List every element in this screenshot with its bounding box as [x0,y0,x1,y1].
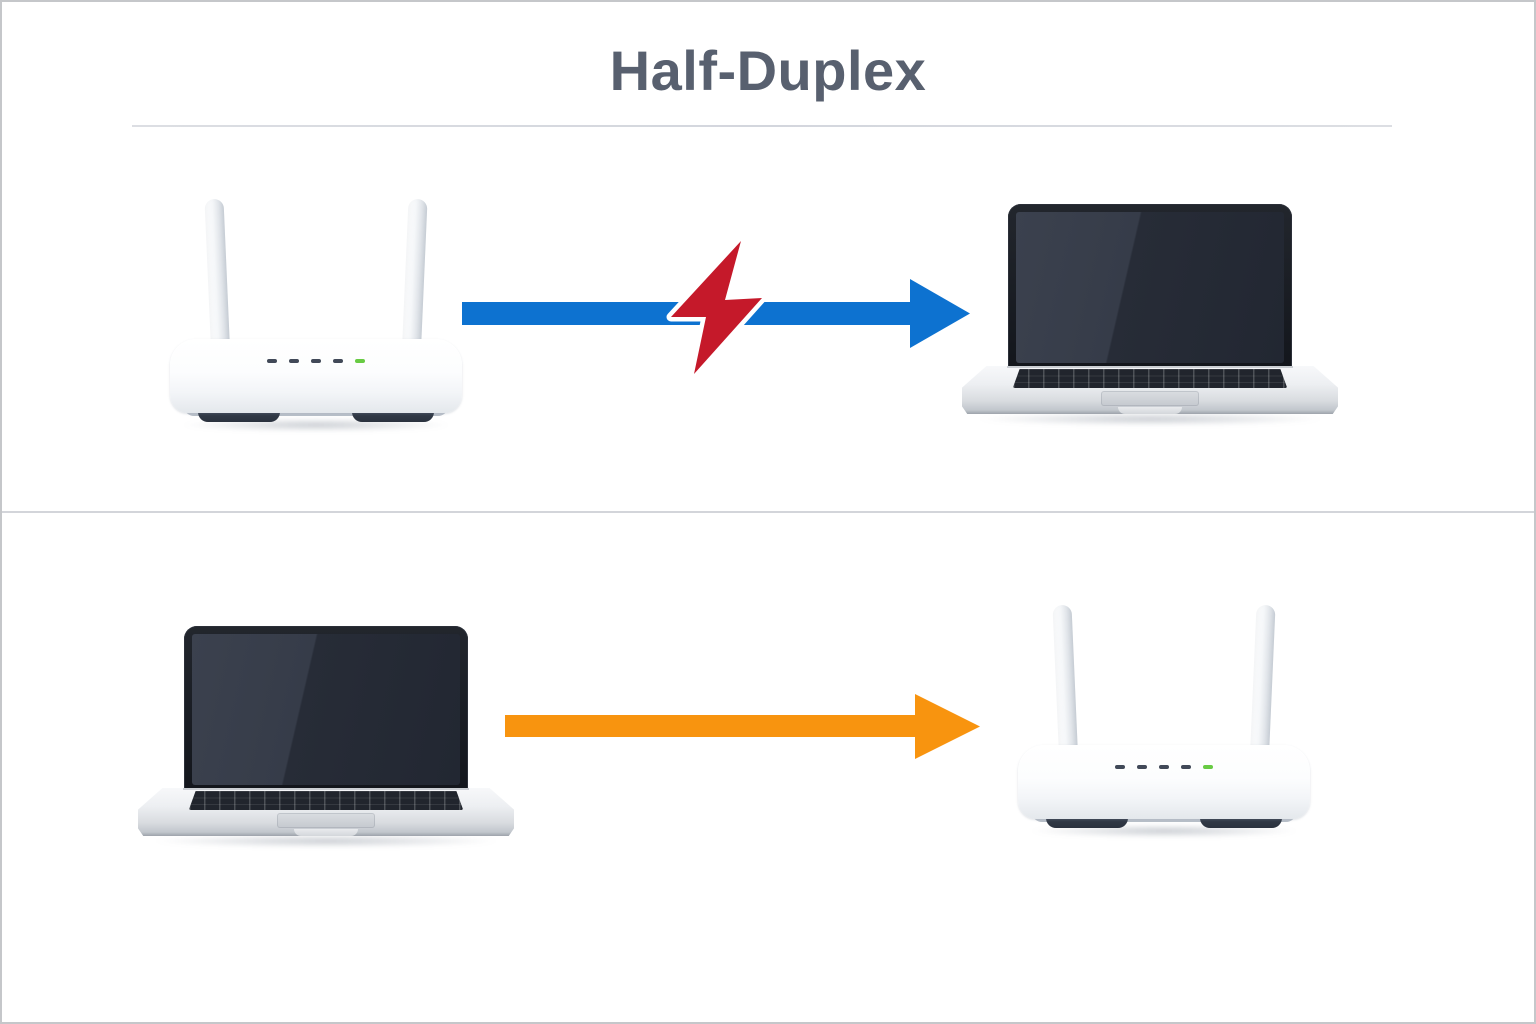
laptop-display [1016,212,1284,363]
status-led [311,359,321,363]
status-led [1115,765,1125,769]
laptop-keyboard [188,791,464,810]
router-device-bottom [1018,602,1310,838]
router-body [1018,745,1310,819]
status-led [267,359,277,363]
status-led [1137,765,1147,769]
router-device-top [170,196,462,432]
router-led-row [1115,765,1213,769]
laptop-screen [184,626,468,790]
laptop-display [192,634,460,785]
status-led [333,359,343,363]
laptop-trackpad [277,813,375,828]
router-body [170,339,462,413]
title-underline [132,125,1392,127]
laptop-shadow [145,834,507,848]
status-led [1181,765,1191,769]
router-led-row [267,359,365,363]
status-led-green [355,359,365,363]
laptop-front-notch [294,829,358,836]
laptop-trackpad [1101,391,1199,406]
router-antenna-left-icon [1052,604,1078,756]
panel-divider [2,511,1534,513]
status-led [289,359,299,363]
laptop-base [138,788,514,836]
router-antenna-right-icon [1250,604,1276,756]
laptop-base [962,366,1338,414]
router-antenna-left-icon [204,198,230,350]
status-led [1159,765,1169,769]
laptop-front-notch [1118,407,1182,414]
laptop-keyboard [1012,369,1288,388]
status-led-green [1203,765,1213,769]
laptop-screen [1008,204,1292,368]
laptop-device-bottom [138,624,514,848]
collision-bolt-icon [666,236,767,379]
router-antenna-right-icon [402,198,428,350]
laptop-device-top [962,202,1338,426]
laptop-shadow [969,412,1331,426]
diagram-title: Half-Duplex [609,39,927,102]
orange-transmission-arrow-icon [505,694,980,759]
